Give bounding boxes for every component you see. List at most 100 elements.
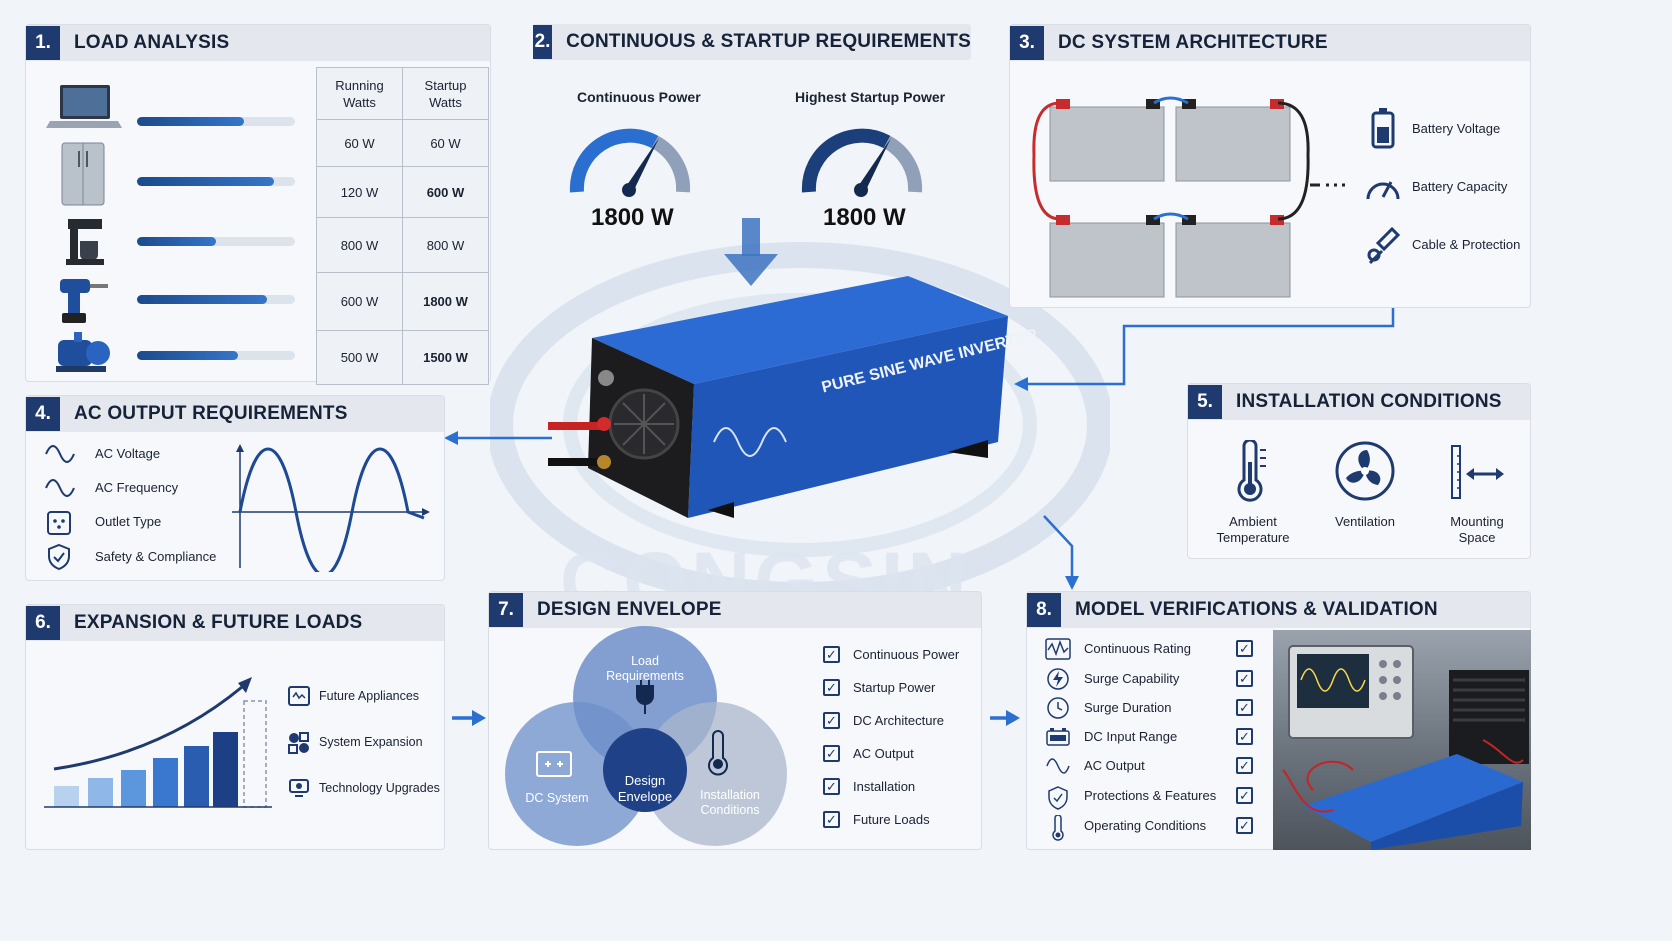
ac-wave-icon (1046, 758, 1070, 774)
frequency-wave-icon (45, 479, 75, 497)
ac-output-panel: 4. AC OUTPUT REQUIREMENTS AC Voltage AC … (25, 395, 445, 581)
venn-label-load: Load Requirements (606, 654, 684, 683)
expansion-item-label: Technology Upgrades (319, 781, 440, 795)
section-title: AC OUTPUT REQUIREMENTS (74, 403, 348, 424)
growth-chart-icon (44, 677, 272, 808)
checkbox-checked-icon[interactable]: ✓ (823, 646, 840, 663)
shield-check-icon (1048, 786, 1068, 810)
fan-icon (1335, 441, 1395, 501)
running-cell: 500 W (316, 330, 403, 385)
checkbox-checked-icon[interactable]: ✓ (1236, 728, 1253, 745)
load-analysis-panel: 1. LOAD ANALYSIS Running Watts Startup W… (25, 24, 491, 385)
running-cell: 800 W (316, 217, 403, 273)
col-startup: Startup Watts (402, 67, 489, 120)
verification-item-label: AC Output (1084, 758, 1145, 773)
checkbox-checked-icon[interactable]: ✓ (823, 778, 840, 795)
checkbox-checked-icon[interactable]: ✓ (1236, 757, 1253, 774)
section-title: EXPANSION & FUTURE LOADS (74, 612, 363, 633)
startup-cell: 1500 W (402, 330, 489, 385)
startup-cell: 600 W (402, 166, 489, 218)
verification-item-label: Surge Duration (1084, 700, 1172, 715)
load-bar (137, 177, 295, 186)
section-number: 6. (26, 606, 60, 640)
section-number: 8. (1027, 593, 1061, 627)
checkbox-checked-icon[interactable]: ✓ (1236, 787, 1253, 804)
venn-label-install: Installation Conditions (700, 788, 760, 817)
cable-icon (1367, 226, 1401, 265)
battery-bank-icon (1032, 96, 1345, 298)
section-title: DESIGN ENVELOPE (537, 599, 722, 620)
startup-cell: 60 W (402, 119, 489, 167)
startup-power-value: 1800 W (823, 204, 906, 231)
checklist-item-label: Installation (853, 779, 916, 794)
refrigerator-icon (61, 142, 105, 206)
startup-power-label: Highest Startup Power (795, 89, 946, 105)
pump-icon (56, 332, 110, 372)
checkbox-checked-icon[interactable]: ✓ (1236, 670, 1253, 687)
ac-item-label: AC Frequency (95, 480, 179, 495)
dc-item-label: Cable & Protection (1412, 237, 1521, 252)
dc-item-label: Battery Voltage (1412, 121, 1501, 136)
laptop-icon (46, 85, 122, 128)
outlet-icon (47, 511, 71, 535)
shield-check-icon (48, 543, 70, 571)
dc-item-label: Battery Capacity (1412, 179, 1508, 194)
section-number: 7. (489, 593, 523, 627)
section-number: 3. (1010, 26, 1044, 60)
down-arrow-icon (724, 218, 778, 286)
continuous-power-label: Continuous Power (577, 89, 701, 105)
thermometer-icon (1237, 440, 1266, 502)
venn-label-dc: DC System (525, 791, 589, 805)
load-bar (137, 117, 295, 126)
checklist-item: ✓ Installation (823, 778, 915, 795)
continuous-gauge-icon (569, 128, 691, 197)
lightning-icon (1047, 668, 1069, 690)
expansion-item-label: System Expansion (319, 735, 423, 749)
verification-item-label: Continuous Rating (1084, 641, 1191, 656)
section-title: INSTALLATION CONDITIONS (1236, 391, 1502, 412)
install-item-label: Ventilation (1335, 514, 1395, 529)
dc-input-icon (1046, 728, 1070, 746)
section-title: LOAD ANALYSIS (74, 32, 230, 53)
load-bar (137, 295, 295, 304)
inverter-image (548, 276, 1008, 518)
checkbox-checked-icon[interactable]: ✓ (1236, 640, 1253, 657)
verification-item-label: DC Input Range (1084, 729, 1178, 744)
thermometer-icon (1052, 815, 1064, 841)
startup-gauge-icon (801, 128, 923, 197)
venn-label-center: Design Envelope (617, 773, 673, 804)
checkbox-checked-icon[interactable]: ✓ (823, 712, 840, 729)
section-title: CONTINUOUS & STARTUP REQUIREMENTS (566, 31, 971, 52)
verification-item-label: Operating Conditions (1084, 818, 1207, 833)
checklist-item: ✓ DC Architecture (823, 712, 944, 729)
design-envelope-panel: 7. DESIGN ENVELOPE Load Requirements DC … (488, 591, 982, 850)
checkbox-checked-icon[interactable]: ✓ (1236, 699, 1253, 716)
section-title: MODEL VERIFICATIONS & VALIDATION (1075, 599, 1438, 620)
checkbox-checked-icon[interactable]: ✓ (823, 811, 840, 828)
checkbox-checked-icon[interactable]: ✓ (823, 745, 840, 762)
checklist-item-label: DC Architecture (853, 713, 945, 728)
ac-item-label: Safety & Compliance (95, 549, 217, 564)
installation-panel: 5. INSTALLATION CONDITIONS Ambient Tempe… (1187, 383, 1531, 559)
battery-icon (1371, 108, 1395, 149)
section-number: 2. (533, 25, 553, 59)
coffee-maker-icon (66, 219, 104, 265)
continuous-power-value: 1800 W (591, 204, 674, 231)
section-number: 1. (26, 26, 60, 60)
load-bar (137, 237, 295, 246)
install-item-label: Ambient Temperature (1216, 514, 1290, 545)
verification-panel: 8. MODEL VERIFICATIONS & VALIDATION Cont… (1026, 591, 1531, 850)
checkbox-checked-icon[interactable]: ✓ (823, 679, 840, 696)
requirements-panel: 2. CONTINUOUS & STARTUP REQUIREMENTS Con… (533, 24, 971, 244)
technology-upgrade-icon (289, 779, 309, 797)
drill-icon (60, 279, 108, 323)
waveform-icon (1045, 638, 1071, 660)
system-expansion-icon (288, 732, 309, 754)
ac-item-label: AC Voltage (95, 446, 161, 461)
checklist-item-label: Future Loads (853, 812, 930, 827)
checkbox-checked-icon[interactable]: ✓ (1236, 817, 1253, 834)
install-item-label: Mounting Space (1450, 514, 1504, 545)
running-cell: 600 W (316, 272, 403, 331)
